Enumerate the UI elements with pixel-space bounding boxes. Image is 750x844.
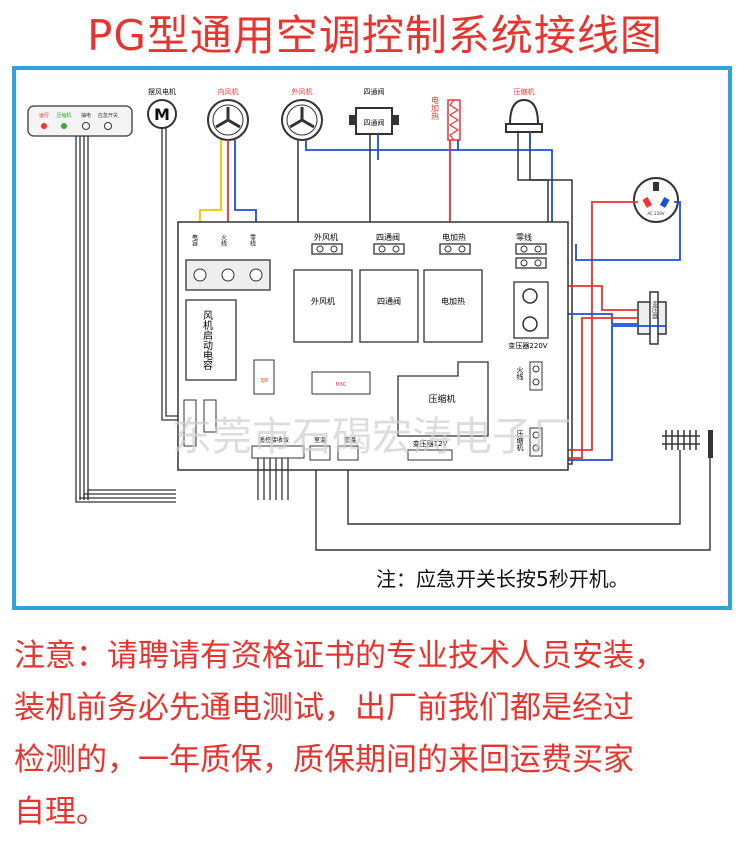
external-transformer: 变压器: [637, 291, 667, 345]
pipe-temp-label: 管温: [344, 436, 356, 444]
four-way-valve: 四通阀 四通阀: [349, 87, 399, 135]
electric-heater-label: 电加热: [431, 95, 440, 121]
emergency-switch-icon: [104, 122, 112, 130]
wiring-diagram: 运行 压缩机 抽电 应急开关 摆风电机 M 内风机 外风机: [27, 87, 713, 591]
compressor-label: 压缩机: [514, 87, 535, 96]
board-label-neutral: 零线: [516, 232, 532, 242]
chip-left-label: 3J8: [260, 378, 268, 384]
fan-capacitor-label: 风机启动电容: [201, 310, 213, 371]
notice-line-2: 装机前务必先通电测试，出厂前我们都是经过: [14, 690, 634, 726]
transformer-220-label: 变压器220V: [508, 341, 547, 350]
relay-valve: 四通阀: [377, 296, 401, 306]
compressor-icon: [508, 98, 540, 125]
compressor-led-icon: [61, 123, 67, 129]
watermark: 东莞市石碣宏涛电子厂: [172, 414, 572, 460]
swing-motor: 摆风电机 M: [147, 87, 177, 129]
power-led-icon: [82, 122, 90, 130]
control-board: 外风机 四通阀 电加热 零线 电容 火线 零线 外风机 四通阀 电加热 风机启动…: [177, 221, 569, 471]
cap-label-capacitor: 电容: [191, 233, 198, 247]
board-label-valve: 四通阀: [376, 232, 400, 242]
installation-notice: 注意：请聘请有资格证书的专业技术人员安装， 装机前务必先通电测试，出厂前我们都是…: [14, 630, 744, 838]
compressor-terminal-label: 压缩机: [516, 430, 524, 452]
display-label-4: 应急开关: [98, 112, 118, 119]
motor-symbol: M: [154, 105, 170, 124]
display-label-3: 抽电: [81, 112, 91, 119]
cap-label-neutral: 零线: [249, 234, 256, 246]
power-socket: AC 220V: [633, 177, 679, 223]
notice-line-3: 检测的，一年质保，质保期间的来回运费买家: [14, 742, 634, 778]
board-label-heater: 电加热: [442, 232, 466, 242]
notice-line-4: 自理。: [14, 794, 107, 830]
wiring-diagram-frame: 运行 压缩机 抽电 应急开关 摆风电机 M 内风机 外风机: [12, 66, 732, 610]
electric-heater: 电加热: [431, 95, 461, 141]
display-label-2: 压缩机: [56, 112, 71, 119]
run-led-icon: [41, 123, 47, 129]
board-label-outer-fan: 外风机: [314, 232, 338, 242]
room-temp-label: 室温: [314, 436, 326, 444]
outer-fan-label: 外风机: [292, 87, 313, 96]
receiver-label: 遥控接收板: [259, 436, 289, 444]
swing-motor-label: 摆风电机: [148, 87, 176, 96]
sensor-grid-icon: [662, 430, 700, 450]
sensor-probe-icon: [708, 430, 713, 458]
inner-fan-label: 内风机: [218, 87, 239, 96]
display-label-1: 运行: [39, 112, 49, 119]
four-way-valve-inner: 四通阀: [364, 118, 385, 127]
transformer-12-label: 变压器12V: [413, 439, 448, 448]
socket-label: AC 220V: [647, 211, 664, 216]
display-panel: 运行 压缩机 抽电 应急开关: [27, 105, 133, 137]
notice-line-1: 注意：请聘请有资格证书的专业技术人员安装，: [14, 638, 665, 674]
outer-fan: 外风机: [281, 87, 323, 141]
live-label: 火线: [516, 366, 524, 380]
cap-label-live: 火线: [220, 234, 227, 246]
page-title: PG型通用空调控制系统接线图: [87, 11, 663, 60]
diagram-footnote: 注：应急开关长按5秒开机。: [376, 567, 629, 591]
heater-coil-icon: [448, 99, 460, 141]
chip-mid-label: M3C: [336, 382, 347, 388]
compressor: 压缩机: [505, 87, 543, 133]
socket-icon: [633, 177, 679, 223]
inner-fan: 内风机: [207, 87, 249, 141]
four-way-valve-label: 四通阀: [364, 87, 385, 96]
transformer-label: 变压器: [651, 300, 658, 320]
relay-heater: 电加热: [441, 296, 465, 306]
temperature-sensors: [662, 430, 713, 458]
relay-outer-fan: 外风机: [311, 296, 335, 306]
compressor-block-label: 压缩机: [428, 393, 455, 405]
